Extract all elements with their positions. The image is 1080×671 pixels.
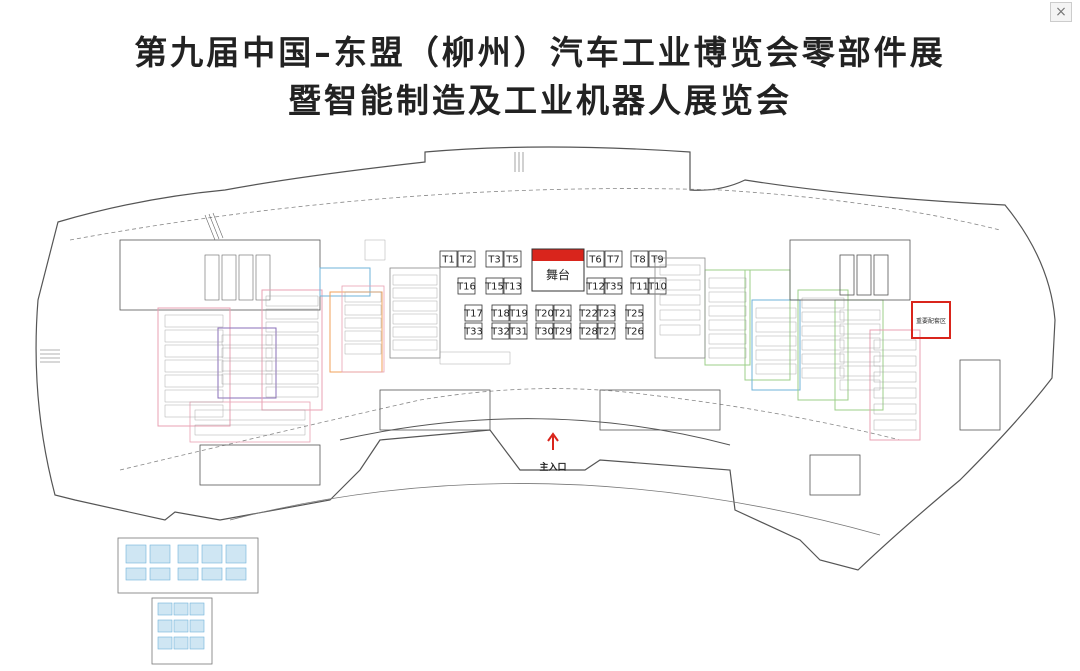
zone-pink-left xyxy=(157,307,231,427)
booth-label-t13: T13 xyxy=(502,282,522,293)
booth-t26[interactable] xyxy=(625,322,644,340)
stage-red-band xyxy=(532,249,584,261)
booth-label-t15: T15 xyxy=(484,282,504,293)
booth-label-t33: T33 xyxy=(463,327,483,338)
hall-outline xyxy=(35,146,1056,571)
booth-t3[interactable] xyxy=(485,250,504,268)
entrance-arrow-icon xyxy=(547,432,559,450)
booth-t17[interactable] xyxy=(464,304,483,322)
booth-t29[interactable] xyxy=(553,322,572,340)
inner-arc xyxy=(69,188,1001,241)
booth-label-t7: T7 xyxy=(606,255,619,266)
zone-pink-mid xyxy=(341,285,385,373)
booth-label-t23: T23 xyxy=(596,309,616,320)
zone-green-right-4 xyxy=(834,299,884,411)
booth-label-t22: T22 xyxy=(578,309,598,320)
booth-label-t30: T30 xyxy=(534,327,554,338)
booth-t23[interactable] xyxy=(597,304,616,322)
booth-label-t1: T1 xyxy=(441,255,454,266)
booth-label-t28: T28 xyxy=(578,327,598,338)
booth-t2[interactable] xyxy=(457,250,476,268)
booth-label-t26: T26 xyxy=(624,327,644,338)
front-arc-2 xyxy=(229,483,881,536)
booth-t16[interactable] xyxy=(457,277,476,295)
close-icon[interactable]: × xyxy=(1050,2,1072,22)
booth-t27[interactable] xyxy=(597,322,616,340)
zone-green-right-3 xyxy=(797,289,849,401)
zone-special xyxy=(911,301,951,339)
stage xyxy=(531,248,585,292)
zone-orange-left xyxy=(329,291,383,373)
booth-label-t35: T35 xyxy=(603,282,623,293)
booth-t21[interactable] xyxy=(553,304,572,322)
booth-t12[interactable] xyxy=(586,277,605,295)
booth-t5[interactable] xyxy=(503,250,522,268)
booth-t11[interactable] xyxy=(630,277,649,295)
stage-label: 舞台 xyxy=(546,267,570,282)
entrance-label: 主入口 xyxy=(539,461,566,473)
special-zone-label: 重要配套区 xyxy=(916,317,946,325)
booth-t33[interactable] xyxy=(464,322,483,340)
booth-label-t2: T2 xyxy=(459,255,472,266)
booth-label-t19: T19 xyxy=(508,309,528,320)
booth-label-t18: T18 xyxy=(490,309,510,320)
booth-label-t3: T3 xyxy=(487,255,500,266)
booth-t1[interactable] xyxy=(439,250,458,268)
inner-arc-2 xyxy=(119,388,901,471)
outdoor-zone xyxy=(117,537,259,594)
exhibition-title-line-1: 第九届中国–东盟（柳州）汽车工业博览会零部件展 xyxy=(134,33,946,72)
booth-t8[interactable] xyxy=(630,250,649,268)
zone-pink-center xyxy=(261,289,323,411)
booth-label-t32: T32 xyxy=(490,327,510,338)
booth-t28[interactable] xyxy=(579,322,598,340)
booth-t18[interactable] xyxy=(491,304,510,322)
booth-label-t25: T25 xyxy=(624,309,644,320)
booth-label-t31: T31 xyxy=(508,327,528,338)
booth-t35[interactable] xyxy=(604,277,623,295)
booth-t30[interactable] xyxy=(535,322,554,340)
booth-t25[interactable] xyxy=(625,304,644,322)
front-arc xyxy=(339,418,731,446)
booth-label-t11: T11 xyxy=(629,282,649,293)
zone-purple-left xyxy=(217,327,277,399)
booth-label-t21: T21 xyxy=(552,309,572,320)
booth-label-t27: T27 xyxy=(596,327,616,338)
zone-green-right-2 xyxy=(744,269,791,381)
booth-t13[interactable] xyxy=(503,277,522,295)
booth-label-t29: T29 xyxy=(552,327,572,338)
booth-label-t17: T17 xyxy=(463,309,483,320)
zone-blue-right xyxy=(751,299,801,391)
booth-t32[interactable] xyxy=(491,322,510,340)
booth-t19[interactable] xyxy=(509,304,528,322)
zone-grey-right xyxy=(654,257,706,359)
booth-t6[interactable] xyxy=(586,250,605,268)
outdoor-zone-2 xyxy=(151,597,213,665)
booth-label-t8: T8 xyxy=(632,255,645,266)
booth-t15[interactable] xyxy=(485,277,504,295)
booth-label-t5: T5 xyxy=(505,255,518,266)
booth-t20[interactable] xyxy=(535,304,554,322)
booth-label-t10: T10 xyxy=(647,282,667,293)
booth-t22[interactable] xyxy=(579,304,598,322)
booth-label-t9: T9 xyxy=(650,255,663,266)
zone-grey-block xyxy=(389,267,441,359)
zone-pink-right xyxy=(869,329,921,441)
booth-label-t16: T16 xyxy=(456,282,476,293)
zone-green-right-1 xyxy=(704,269,751,366)
booth-label-t12: T12 xyxy=(585,282,605,293)
exhibition-title-line-2: 暨智能制造及工业机器人展览会 xyxy=(288,81,792,120)
booth-t31[interactable] xyxy=(509,322,528,340)
booth-t7[interactable] xyxy=(604,250,623,268)
booth-label-t20: T20 xyxy=(534,309,554,320)
booth-t9[interactable] xyxy=(648,250,667,268)
booth-label-t6: T6 xyxy=(588,255,601,266)
zone-lower-pink xyxy=(189,401,311,443)
